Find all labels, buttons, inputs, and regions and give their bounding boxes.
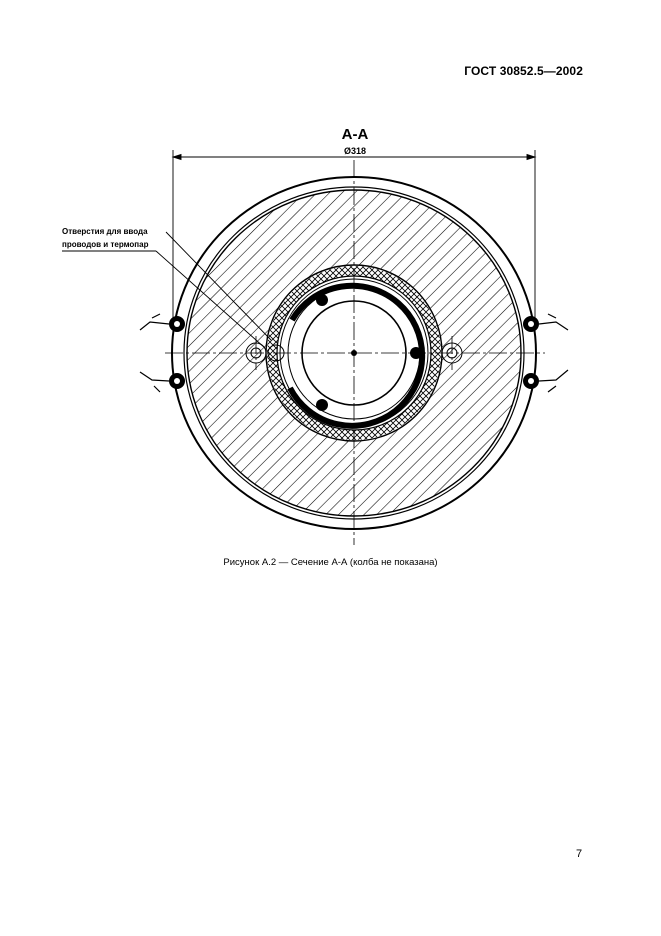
center-lines bbox=[165, 160, 545, 545]
callout-line-1: Отверстия для ввода bbox=[62, 227, 148, 236]
page-number: 7 bbox=[576, 848, 583, 860]
clamp-left-bottom bbox=[139, 371, 185, 393]
clamp-left-top bbox=[139, 313, 185, 332]
callout-leader bbox=[62, 231, 272, 349]
section-label: А-А bbox=[341, 126, 369, 143]
callout-line-2: проводов и термопар bbox=[62, 240, 149, 249]
document-header: ГОСТ 30852.5—2002 bbox=[464, 64, 583, 78]
diameter-label: Ø318 bbox=[343, 146, 367, 156]
inner-terminals bbox=[316, 294, 422, 411]
figure-caption: Рисунок А.2 — Сечение А-А (колба не пока… bbox=[223, 557, 438, 568]
dimension-line bbox=[171, 150, 537, 330]
clamp-right-bottom bbox=[523, 369, 569, 393]
callout-text: Отверстия для ввода проводов и термопар bbox=[62, 225, 148, 251]
clamp-right-top bbox=[523, 313, 569, 332]
